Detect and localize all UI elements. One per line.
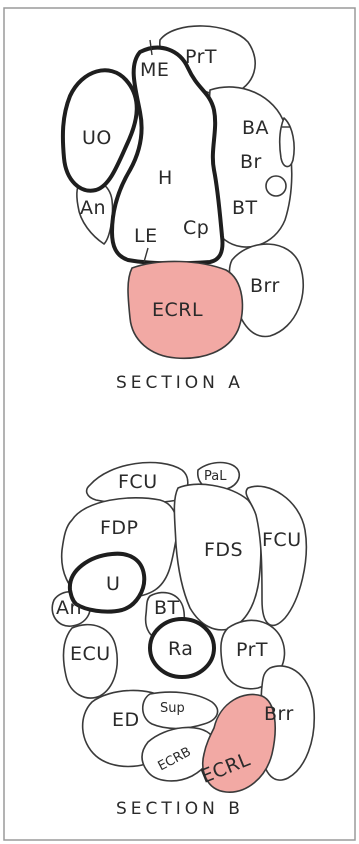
label-me-a: ME xyxy=(140,59,169,81)
label-bt-a: BT xyxy=(232,197,258,219)
region-ba-a xyxy=(278,117,295,168)
region-h-a xyxy=(110,45,225,266)
region-ecrl-b[interactable] xyxy=(202,693,276,793)
label-fds-b: FDS xyxy=(204,539,243,561)
figure-frame xyxy=(3,7,356,841)
label-bt-b: BT xyxy=(154,597,180,619)
label-fcu-right-b: FCU xyxy=(262,529,302,551)
label-prt-a: PrT xyxy=(185,46,217,68)
label-brr-b: Brr xyxy=(264,703,294,725)
label-fdp-b: FDP xyxy=(100,517,139,539)
region-brr-b xyxy=(260,665,316,781)
label-prt-b: PrT xyxy=(236,639,268,661)
region-ecrb-b xyxy=(141,726,216,782)
region-fcu-right-b xyxy=(245,485,308,627)
region-ecu-b xyxy=(62,623,118,699)
label-ed-b: ED xyxy=(112,709,140,731)
section-a-diagram: PrT ME UO H BA Br An BT LE Cp ECRL Brr xyxy=(60,25,305,360)
caption-section-a: SECTION A xyxy=(116,373,244,393)
section-b-diagram: FCU PaL FDP FDS FCU U An BT ECU Ra PrT B… xyxy=(51,461,316,793)
label-an-a: An xyxy=(80,197,106,219)
label-sup-b: Sup xyxy=(160,701,185,716)
label-ecrl-a: ECRL xyxy=(152,299,203,321)
region-sup-b xyxy=(141,691,219,730)
label-uo-a: UO xyxy=(82,127,112,149)
region-u-b xyxy=(67,551,147,614)
label-le-a: LE xyxy=(134,225,158,247)
label-an-b: An xyxy=(56,597,82,619)
region-ra-b xyxy=(148,617,216,679)
label-h-a: H xyxy=(158,167,173,189)
label-br-a: Br xyxy=(240,151,262,173)
arrow-me-a xyxy=(149,39,153,56)
label-cp-a: Cp xyxy=(183,217,209,239)
label-ra-b: Ra xyxy=(168,638,193,660)
label-ecu-b: ECU xyxy=(70,643,111,665)
arrow-le-a xyxy=(143,247,149,263)
caption-section-b: SECTION B xyxy=(116,799,244,819)
region-an-a xyxy=(76,178,114,245)
region-circle-a xyxy=(265,175,287,197)
label-pal-b: PaL xyxy=(204,469,227,484)
region-uo-a xyxy=(60,68,139,193)
label-u-b: U xyxy=(106,573,120,595)
label-ba-a: BA xyxy=(242,117,269,139)
region-ecrl-a[interactable] xyxy=(127,260,244,360)
label-brr-a: Brr xyxy=(250,275,280,297)
label-fcu-top-b: FCU xyxy=(118,471,158,493)
